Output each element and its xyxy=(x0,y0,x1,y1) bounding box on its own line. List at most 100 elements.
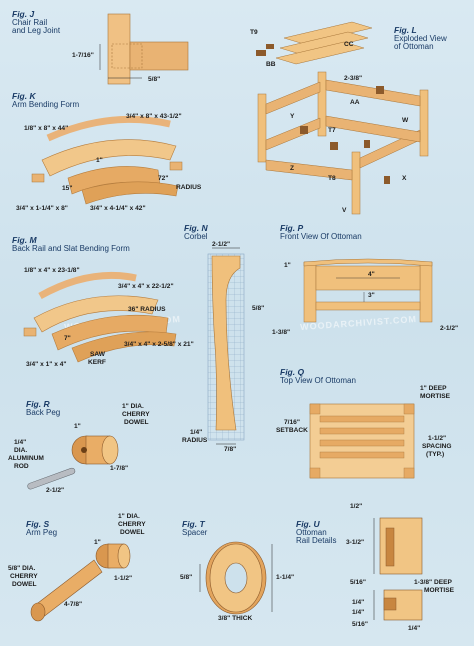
dimension-label: 5/8" xyxy=(180,574,193,581)
dimension-label: 5/8" xyxy=(252,305,265,312)
dimension-label: 1" xyxy=(74,423,81,430)
dimension-label: 1/4" xyxy=(14,439,27,446)
dimension-label: 1/4" xyxy=(352,609,365,616)
dimension-label: 4-7/8" xyxy=(64,601,83,608)
dimension-label: 2-1/2" xyxy=(212,241,231,248)
dimension-label: KERF xyxy=(88,359,106,366)
fig-caption: Exploded View xyxy=(394,33,447,43)
fig-j-drawing xyxy=(99,13,189,85)
fig-caption: Arm Peg xyxy=(26,527,58,537)
part-label: T7 xyxy=(328,127,336,134)
dimension-label: (TYP.) xyxy=(426,451,445,458)
part-label: 2-3/8" xyxy=(344,75,363,82)
fig-n-title: Fig. N Corbel xyxy=(184,224,208,241)
dimension-label: RADIUS xyxy=(182,437,208,444)
dimension-label: 1/4" xyxy=(190,429,203,436)
dimension-label: 3/4" x 4" x 22-1/2" xyxy=(118,283,174,290)
dimension-label: 1-1/4" xyxy=(276,574,295,581)
dimension-label: 1/2" xyxy=(350,503,363,510)
dimension-label: SETBACK xyxy=(276,427,308,434)
fig-number: Fig. K xyxy=(12,91,36,101)
part-label: CC xyxy=(344,41,354,48)
fig-caption: and Leg Joint xyxy=(12,26,61,36)
dimension-label: 1" DIA. xyxy=(122,403,144,410)
dimension-label: 15" xyxy=(62,185,73,192)
fig-caption: Rail Details xyxy=(296,536,337,546)
dimension-label: 1/8" x 4" x 23-1/8" xyxy=(24,267,80,274)
fig-number: Fig. P xyxy=(280,223,304,233)
part-label: T9 xyxy=(250,29,258,36)
fig-p-drawing xyxy=(303,258,433,323)
dimension-label: 5/16" xyxy=(350,579,366,586)
fig-q-title: Fig. Q Top View Of Ottoman xyxy=(280,368,356,385)
part-label: Z xyxy=(290,165,295,172)
dimension-label: 1" xyxy=(94,539,101,546)
fig-caption: Corbel xyxy=(184,231,208,241)
part-label: Y xyxy=(290,113,295,120)
dimension-label: DOWEL xyxy=(124,419,149,426)
fig-l-drawing xyxy=(256,21,429,215)
part-label: AA xyxy=(350,99,360,106)
fig-u-drawing xyxy=(373,517,423,621)
fig-u-title: Fig. U Ottoman Rail Details xyxy=(296,520,336,546)
fig-number: Fig. U xyxy=(296,519,320,529)
fig-caption: Top View Of Ottoman xyxy=(280,375,356,385)
part-label: T8 xyxy=(328,175,336,182)
fig-k-title: Fig. K Arm Bending Form xyxy=(12,92,79,109)
fig-caption: Spacer xyxy=(182,527,208,537)
dimension-label: MORTISE xyxy=(424,587,455,594)
fig-p-title: Fig. P Front View Of Ottoman xyxy=(280,224,362,241)
fig-r-title: Fig. R Back Peg xyxy=(26,400,60,417)
fig-m-drawing xyxy=(23,271,177,363)
fig-caption: Arm Bending Form xyxy=(12,99,80,109)
fig-j-title: Fig. J Chair Rail and Leg Joint xyxy=(12,10,60,36)
dimension-label: 1/8" x 8" x 44" xyxy=(24,125,69,132)
fig-t-drawing xyxy=(199,541,273,615)
part-label: BB xyxy=(266,61,276,68)
dimension-label: 3/4" x 8" x 43-1/2" xyxy=(126,113,182,120)
dimension-label: 3-1/2" xyxy=(346,539,365,546)
dimension-label: 1-7/8" xyxy=(110,465,129,472)
fig-caption: Front View Of Ottoman xyxy=(280,231,362,241)
dimension-label: 3/4" x 1" x 4" xyxy=(26,361,67,368)
part-label: W xyxy=(402,117,409,124)
fig-n-drawing xyxy=(207,247,245,445)
dimension-label: DOWEL xyxy=(12,581,37,588)
dimension-label: 2-1/2" xyxy=(440,325,459,332)
dimension-label: 3/4" x 4" x 2-5/8" x 21" xyxy=(124,341,194,348)
fig-t-title: Fig. T Spacer xyxy=(182,520,207,537)
fig-k-drawing xyxy=(31,115,183,205)
dimension-label: 5/16" xyxy=(352,621,368,628)
dimension-label: 1-3/8" xyxy=(272,329,291,336)
dimension-label: 3" xyxy=(368,292,375,299)
dimension-label: RADIUS xyxy=(176,184,202,191)
fig-caption: Chair Rail xyxy=(12,17,48,27)
dimension-label: 1" DIA. xyxy=(118,513,140,520)
dimension-label: CHERRY xyxy=(122,411,150,418)
fig-m-title: Fig. M Back Rail and Slat Bending Form xyxy=(12,236,130,253)
fig-r-drawing xyxy=(27,435,119,490)
fig-caption: Ottoman xyxy=(296,527,327,537)
part-label: X xyxy=(402,175,407,182)
dimension-label: CHERRY xyxy=(118,521,146,528)
fig-number: Fig. T xyxy=(182,519,205,529)
dimension-label: 7/8" xyxy=(224,446,237,453)
fig-number: Fig. Q xyxy=(280,367,305,377)
fig-q-drawing xyxy=(309,403,415,479)
dimension-label: 3/8" THICK xyxy=(218,615,253,622)
fig-number: Fig. S xyxy=(26,519,50,529)
dimension-label: 2-1/2" xyxy=(46,487,65,494)
dimension-label: ALUMINUM xyxy=(8,455,44,462)
dimension-label: 1" DEEP xyxy=(420,385,447,392)
dimension-label: 1-1/2" xyxy=(114,575,133,582)
fig-caption: of Ottoman xyxy=(394,42,434,52)
fig-number: Fig. J xyxy=(12,9,35,19)
part-label: V xyxy=(342,207,347,214)
dimension-label: 1-1/2" xyxy=(428,435,447,442)
fig-number: Fig. L xyxy=(394,25,417,35)
dimension-label: 1-7/16" xyxy=(72,52,94,59)
dimension-label: 5/8" xyxy=(148,76,161,83)
dimension-label: 1" xyxy=(96,157,103,164)
dimension-label: 3/4" x 1-1/4" x 8" xyxy=(16,205,68,212)
